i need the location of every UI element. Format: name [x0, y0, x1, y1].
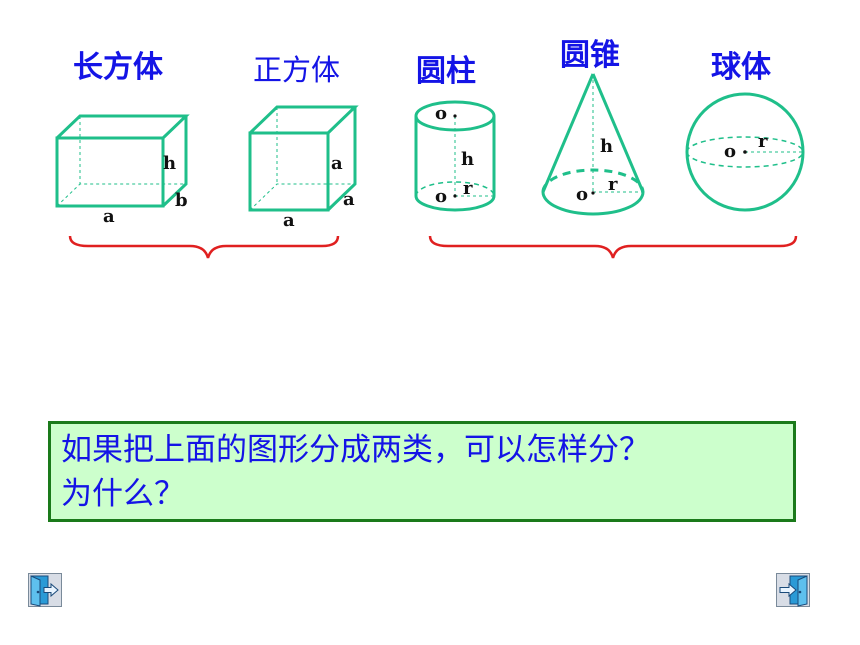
cone-title: 圆锥 — [560, 38, 620, 73]
exit-door-right-icon — [776, 573, 810, 607]
cuboid-title: 长方体 — [73, 50, 163, 85]
exit-door-left-icon — [28, 573, 62, 607]
cylinder-shape — [414, 100, 496, 212]
sphere-label-r: r — [758, 131, 768, 152]
cone-label-h: h — [600, 136, 613, 157]
cube-label-edge-bottom: a — [283, 210, 295, 231]
sphere-shape — [685, 92, 805, 212]
cuboid-label-b: b — [175, 190, 188, 211]
cuboid-label-a: a — [103, 206, 115, 227]
cone-label-o: o — [576, 184, 588, 205]
question-box: 如果把上面的图形分成两类，可以怎样分？ 为什么？ — [48, 421, 796, 522]
cylinder-title: 圆柱 — [416, 54, 476, 89]
cube-label-edge-vertical: a — [331, 153, 343, 174]
cylinder-label-h: h — [461, 149, 474, 170]
cube-shape — [248, 105, 359, 212]
right-group-brace — [428, 235, 798, 259]
question-line-2: 为什么？ — [61, 476, 185, 512]
left-group-brace — [68, 235, 340, 259]
cylinder-label-r: r — [463, 178, 473, 199]
cuboid-shape — [55, 114, 190, 208]
cylinder-label-o-top: o — [435, 103, 447, 124]
cone-label-r: r — [608, 174, 618, 195]
prev-button[interactable] — [28, 573, 62, 607]
sphere-label-o: o — [724, 141, 736, 162]
cuboid-label-h: h — [163, 153, 176, 174]
cylinder-label-o-bottom: o — [435, 186, 447, 207]
cube-title: 正方体 — [253, 53, 341, 87]
next-button[interactable] — [776, 573, 810, 607]
cone-shape — [541, 73, 645, 216]
question-line-1: 如果把上面的图形分成两类，可以怎样分？ — [61, 432, 650, 468]
cube-label-edge-depth: a — [343, 189, 355, 210]
sphere-title: 球体 — [711, 50, 771, 85]
